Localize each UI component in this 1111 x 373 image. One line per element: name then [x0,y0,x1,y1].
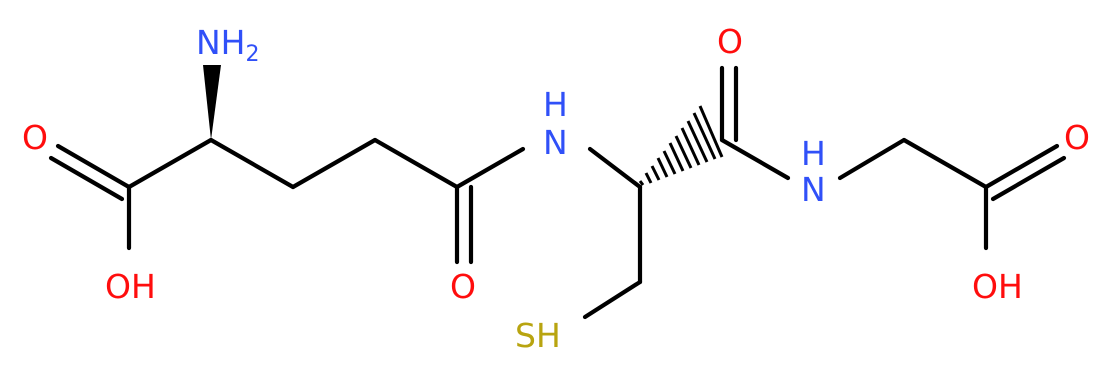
atom-label-thiol: SH [515,316,561,355]
atom-label-acid1-carbonyl-o: O [22,118,48,157]
atom-label-amide2-n: N [801,170,826,209]
bond-c5-n1 [454,146,526,190]
bond-c1-o-double-a [55,143,132,190]
atom-labels: NH2 O OH O H N O H N SH O OH [22,22,1090,355]
bond-c6-n2 [719,137,791,181]
bond-c7-c8 [901,137,989,190]
atom-label-amide2-h: H [801,134,826,173]
bond-c2-c3 [208,137,296,190]
atom-label-amino: NH2 [196,23,260,67]
atom-label-amide2-o: O [717,22,743,61]
atom-label-amide1-h: H [543,85,568,124]
wedge-bond-amino [203,65,221,140]
bond-c4-c5 [372,137,460,190]
bonds [48,65,1067,320]
atom-label-amide1-o: O [450,267,476,306]
bond-c1-o-double-b [48,155,125,202]
bond-c8-o-double-a [983,143,1060,190]
bond-c3-c4 [290,137,378,190]
atom-label-acid2-carbonyl-o: O [1064,118,1090,157]
atom-label-acid1-hydroxyl: OH [105,267,156,306]
atom-label-acid2-hydroxyl: OH [972,267,1023,306]
hashed-wedge-bond [638,105,724,186]
bond-n2-c7 [837,137,907,181]
atom-label-amide1-n: N [543,123,568,162]
bond-c8-o-double-b [990,155,1067,202]
bond-n1-ca [587,146,643,190]
bond-cb-s [582,279,643,320]
bond-c1-c2 [126,137,214,190]
